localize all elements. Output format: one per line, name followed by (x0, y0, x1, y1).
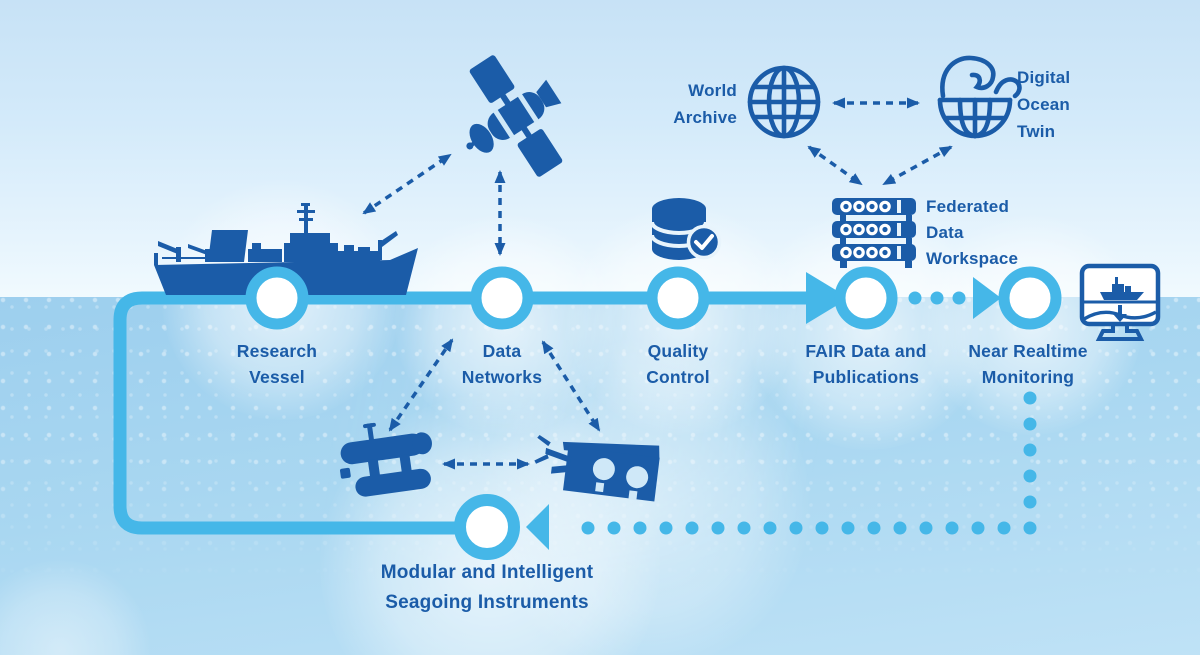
label-line: Quality (647, 341, 709, 361)
monitor-ship-icon (1079, 263, 1161, 341)
label-line: World (688, 81, 737, 100)
globe-icon (747, 65, 821, 139)
node-fair-data-publications (834, 266, 898, 330)
return-arrowhead (526, 504, 549, 550)
flow-arrowhead (806, 272, 849, 324)
label-line: Seagoing Instruments (385, 592, 589, 613)
stage-label-quality-control: Quality Control (598, 338, 758, 390)
flow-nodes (245, 266, 1062, 560)
world-archive-label: World Archive (627, 77, 737, 131)
label-line: Modular and Intelligent (380, 562, 594, 583)
label-line: Monitoring (981, 367, 1075, 387)
label-line: Ocean (1017, 95, 1070, 114)
flow-main-and-loop-line (113, 291, 806, 535)
dashed-link-arrows (362, 97, 953, 470)
flow-arrowhead (973, 277, 1001, 319)
return-dotted-line (559, 391, 1037, 535)
label-line: FAIR Data and (805, 341, 927, 361)
auv-icon (339, 422, 432, 497)
stage-label-seagoing-instruments: Modular and Intelligent Seagoing Instrum… (352, 558, 622, 618)
label-line: Data (482, 341, 522, 361)
wave-globe-icon (937, 55, 1022, 139)
label-line: Data (926, 223, 964, 242)
label-line: Federated (926, 197, 1010, 216)
label-line: Research (236, 341, 318, 361)
node-seagoing-instruments (454, 494, 520, 560)
digital-ocean-twin-label: Digital Ocean Twin (1017, 64, 1137, 145)
label-line: Control (646, 367, 710, 387)
stage-label-near-realtime-monitoring: Near Realtime Monitoring (948, 338, 1108, 390)
label-line: Twin (1017, 122, 1056, 141)
label-line: Vessel (249, 367, 305, 387)
label-line: Workspace (926, 249, 1019, 268)
auv-network-link (388, 338, 454, 432)
ship-satellite-link (362, 153, 452, 215)
rov-network-link (541, 340, 601, 432)
rov-icon (534, 434, 660, 502)
label-line: Digital (1017, 68, 1071, 87)
federated-data-workspace-label: Federated Data Workspace (926, 194, 1056, 272)
node-quality-control (646, 266, 710, 330)
stage-label-research-vessel: Research Vessel (197, 338, 357, 390)
label-line: Archive (673, 108, 737, 127)
twin-workspace-link (882, 145, 953, 186)
stage-label-data-networks: Data Networks (422, 338, 582, 390)
label-line: Publications (812, 367, 920, 387)
server-stack-icon (832, 198, 916, 268)
database-check-icon (650, 198, 722, 260)
label-line: Near Realtime (968, 341, 1088, 361)
stage-label-fair-data-publications: FAIR Data and Publications (786, 338, 946, 390)
label-line: Networks (461, 367, 543, 387)
satellite-icon (466, 55, 563, 177)
archive-workspace-link (807, 145, 863, 186)
node-data-networks (470, 266, 534, 330)
node-near-realtime-monitoring (998, 266, 1062, 330)
node-research-vessel (245, 266, 309, 330)
